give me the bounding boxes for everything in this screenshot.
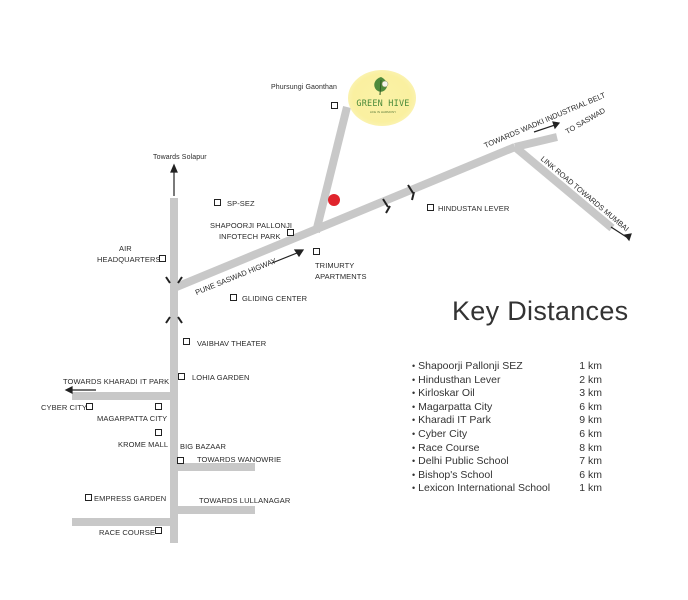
label-vaibhav-theater: VAIBHAV THEATER bbox=[197, 339, 267, 348]
label-big-bazaar: BIG BAZAAR bbox=[180, 442, 227, 451]
distance-place: Delhi Public School bbox=[412, 455, 508, 469]
distance-place: Kharadi IT Park bbox=[412, 414, 491, 428]
list-item: Cyber City 6 km bbox=[412, 428, 602, 442]
landmark-gliding-center-icon bbox=[230, 294, 237, 301]
distance-value: 6 km bbox=[579, 468, 602, 481]
distance-place: Bishop's School bbox=[412, 469, 492, 483]
label-towards-kharadi: TOWARDS KHARADI IT PARK bbox=[63, 377, 170, 386]
direction-arrows bbox=[64, 121, 632, 394]
label-trimurty-line1: TRIMURTY bbox=[315, 261, 355, 270]
arrow-saswad-head-icon bbox=[552, 121, 561, 130]
distance-place: Kirloskar Oil bbox=[412, 387, 475, 401]
landmark-lohia-garden-icon bbox=[178, 373, 185, 380]
list-item: Delhi Public School 7 km bbox=[412, 455, 602, 469]
distance-place: Lexicon International School bbox=[412, 482, 550, 496]
list-item: Hindusthan Lever 2 km bbox=[412, 374, 602, 388]
distance-value: 1 km bbox=[579, 482, 602, 495]
list-item: Bishop's School 6 km bbox=[412, 469, 602, 483]
arrow-highway-icon bbox=[271, 252, 298, 264]
arrow-saswad-icon bbox=[533, 124, 556, 133]
landmark-vaibhav-theater-icon bbox=[183, 338, 190, 345]
label-hindustan-lever: HINDUSTAN LEVER bbox=[438, 204, 510, 213]
logo-subtext: LIFE IN HARMONY bbox=[369, 110, 397, 114]
landmark-magarpatta-icon bbox=[155, 403, 162, 410]
logo-text: GREEN HIVE bbox=[356, 99, 410, 109]
landmark-shapoorji-icon bbox=[287, 229, 294, 236]
label-empress-garden: EMPRESS GARDEN bbox=[94, 494, 167, 503]
distance-value: 6 km bbox=[579, 427, 602, 440]
distance-value: 8 km bbox=[579, 441, 602, 454]
label-gliding-center: GLIDING CENTER bbox=[242, 294, 308, 303]
distance-value: 3 km bbox=[579, 387, 602, 400]
green-hive-logo: GREEN HIVE LIFE IN HARMONY bbox=[348, 70, 416, 126]
leaf-icon bbox=[374, 77, 389, 96]
distance-value: 2 km bbox=[579, 373, 602, 386]
arrow-kharadi-head-icon bbox=[64, 386, 73, 394]
landmark-trimurty-icon bbox=[313, 248, 320, 255]
distance-value: 9 km bbox=[579, 414, 602, 427]
label-air-hq-line1: AIR bbox=[119, 244, 132, 253]
label-phursungi: Phursungi Gaonthan bbox=[271, 84, 338, 91]
arrow-mumbai-head-icon bbox=[623, 233, 632, 242]
label-race-course: RACE COURSE bbox=[99, 528, 156, 537]
label-cyber-city: CYBER CITY bbox=[41, 403, 88, 412]
label-towards-wanowrie: TOWARDS WANOWRIE bbox=[197, 455, 282, 464]
landmark-hindustan-lever-icon bbox=[427, 204, 434, 211]
landmark-empress-garden-icon bbox=[85, 494, 92, 501]
label-magarpatta-city: MAGARPATTA CITY bbox=[97, 414, 168, 423]
arrow-up-head-icon bbox=[170, 163, 178, 173]
label-towards-solapur: Towards Solapur bbox=[153, 154, 207, 161]
landmark-krome-mall-icon bbox=[155, 429, 162, 436]
distance-place: Cyber City bbox=[412, 428, 467, 442]
road-to-phursungi bbox=[312, 106, 351, 233]
list-item: Lexicon International School 1 km bbox=[412, 482, 602, 496]
landmark-cyber-city-icon bbox=[86, 403, 93, 410]
label-lohia-garden: LOHIA GARDEN bbox=[192, 373, 250, 382]
landmark-air-hq-icon bbox=[159, 255, 166, 262]
site-location-marker bbox=[328, 194, 340, 206]
label-krome-mall: KROME MALL bbox=[118, 440, 169, 449]
roads bbox=[72, 106, 615, 543]
landmark-big-bazaar-icon bbox=[177, 457, 184, 464]
label-shapoorji-line1: SHAPOORJI PALLONJI bbox=[210, 221, 293, 230]
list-item: Race Course 8 km bbox=[412, 442, 602, 456]
landmark-sp-sez-icon bbox=[214, 199, 221, 206]
label-towards-lullanagar: TOWARDS LULLANAGAR bbox=[199, 496, 291, 505]
arrow-highway-head-icon bbox=[293, 249, 305, 258]
label-trimurty-line2: APARTMENTS bbox=[315, 272, 367, 281]
label-air-hq-line2: HEADQUARTERS bbox=[97, 255, 161, 264]
distance-value: 6 km bbox=[579, 400, 602, 413]
label-shapoorji-line2: INFOTECH PARK bbox=[219, 232, 281, 241]
list-item: Shapoorji Pallonji SEZ 1 km bbox=[412, 360, 602, 374]
distance-value: 7 km bbox=[579, 455, 602, 468]
label-sp-sez: SP-SEZ bbox=[227, 199, 255, 208]
distance-place: Magarpatta City bbox=[412, 401, 492, 415]
distance-place: Race Course bbox=[412, 442, 479, 456]
distance-place: Shapoorji Pallonji SEZ bbox=[412, 360, 522, 374]
landmark-race-course-icon bbox=[155, 527, 162, 534]
pune-saswad-highway bbox=[172, 143, 517, 292]
distance-place: Hindusthan Lever bbox=[412, 374, 500, 388]
list-item: Kharadi IT Park 9 km bbox=[412, 414, 602, 428]
key-distances-list: Shapoorji Pallonji SEZ 1 km Hindusthan Le… bbox=[412, 360, 602, 496]
list-item: Kirloskar Oil 3 km bbox=[412, 387, 602, 401]
list-item: Magarpatta City 6 km bbox=[412, 401, 602, 415]
link-road-mumbai bbox=[512, 143, 615, 232]
landmark-phursungi-icon bbox=[331, 102, 338, 109]
distance-value: 1 km bbox=[579, 360, 602, 372]
junction-marks bbox=[165, 184, 415, 324]
road-to-saswad bbox=[514, 133, 558, 151]
key-distances-title: Key Distances bbox=[452, 296, 629, 326]
